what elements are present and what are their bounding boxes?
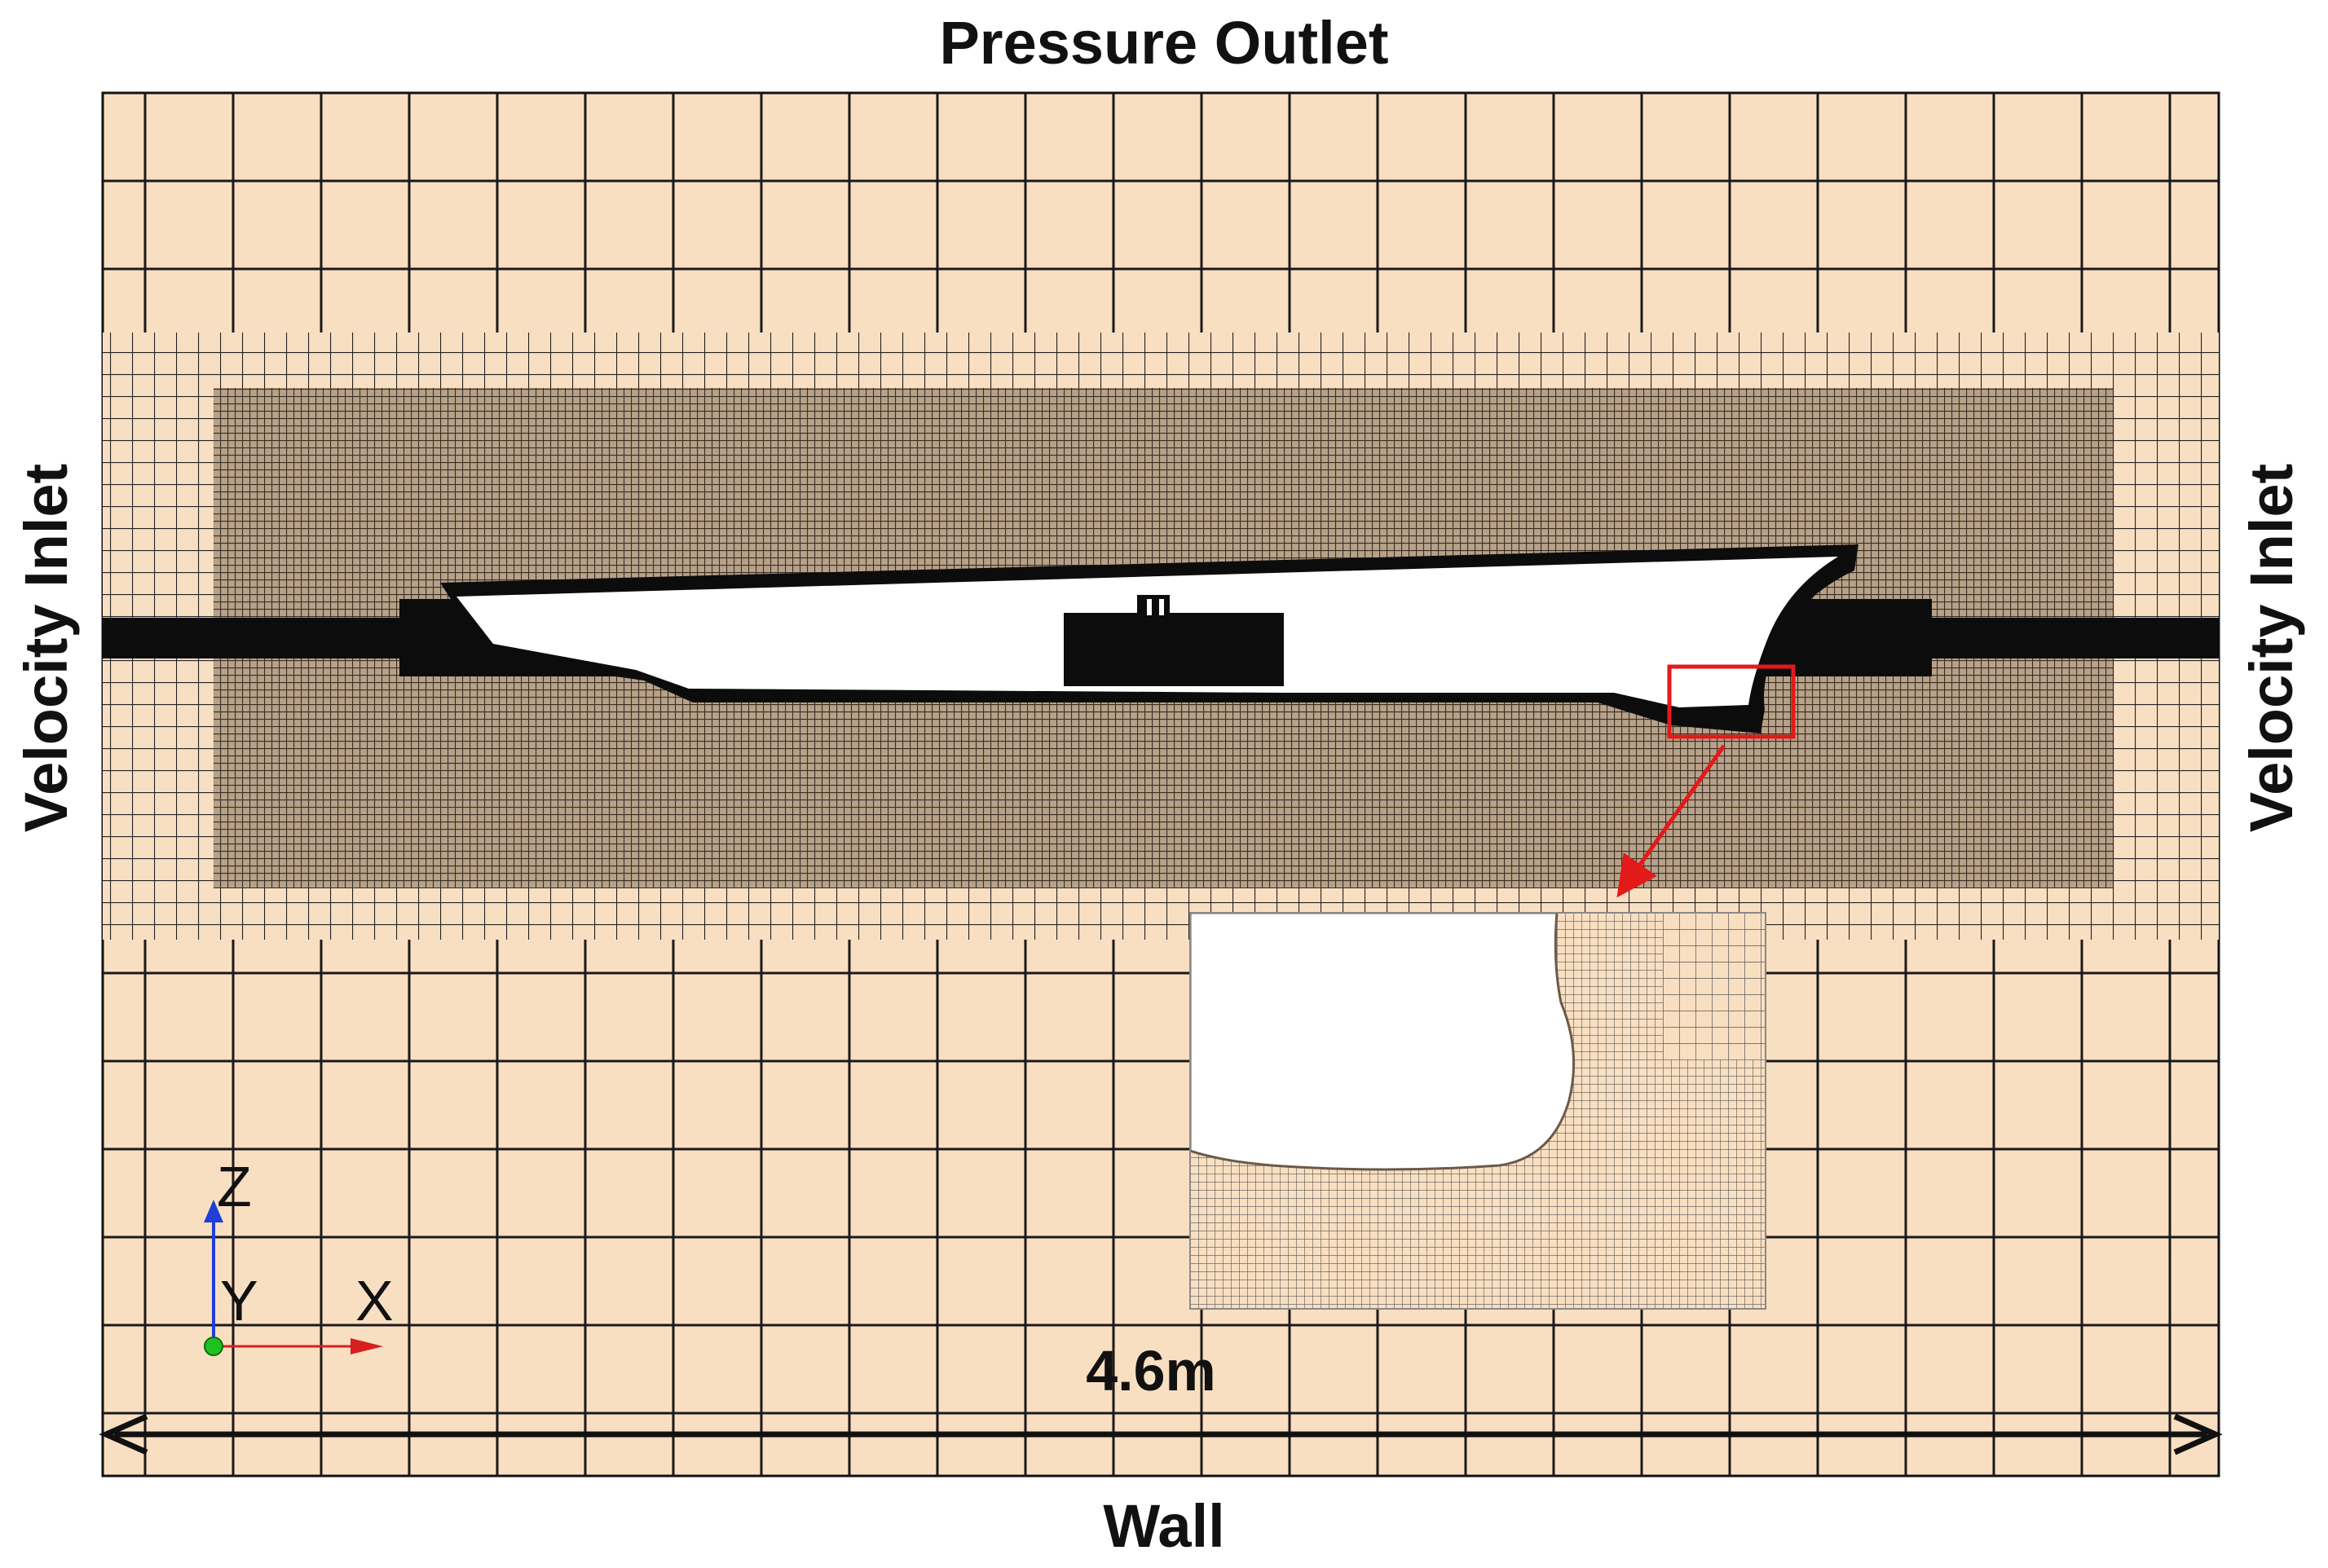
x-axis-label: X bbox=[355, 1269, 394, 1332]
zoom-arrow bbox=[1616, 744, 1726, 898]
hull-appendage bbox=[1064, 613, 1284, 686]
y-axis-label: Y bbox=[220, 1269, 258, 1332]
right-boundary-label: Velocity Inlet bbox=[2238, 464, 2305, 832]
coordinate-triad: Z Y X bbox=[204, 1155, 394, 1356]
top-boundary-label: Pressure Outlet bbox=[939, 9, 1388, 77]
dimension-line bbox=[99, 1413, 2223, 1456]
zoom-inset bbox=[1189, 912, 1766, 1310]
bottom-boundary-label: Wall bbox=[1103, 1492, 1224, 1560]
left-boundary-label: Velocity Inlet bbox=[12, 464, 80, 832]
z-axis-label: Z bbox=[217, 1155, 252, 1218]
zoom-region-box bbox=[1667, 664, 1796, 739]
dimension-label: 4.6m bbox=[1086, 1339, 1216, 1403]
